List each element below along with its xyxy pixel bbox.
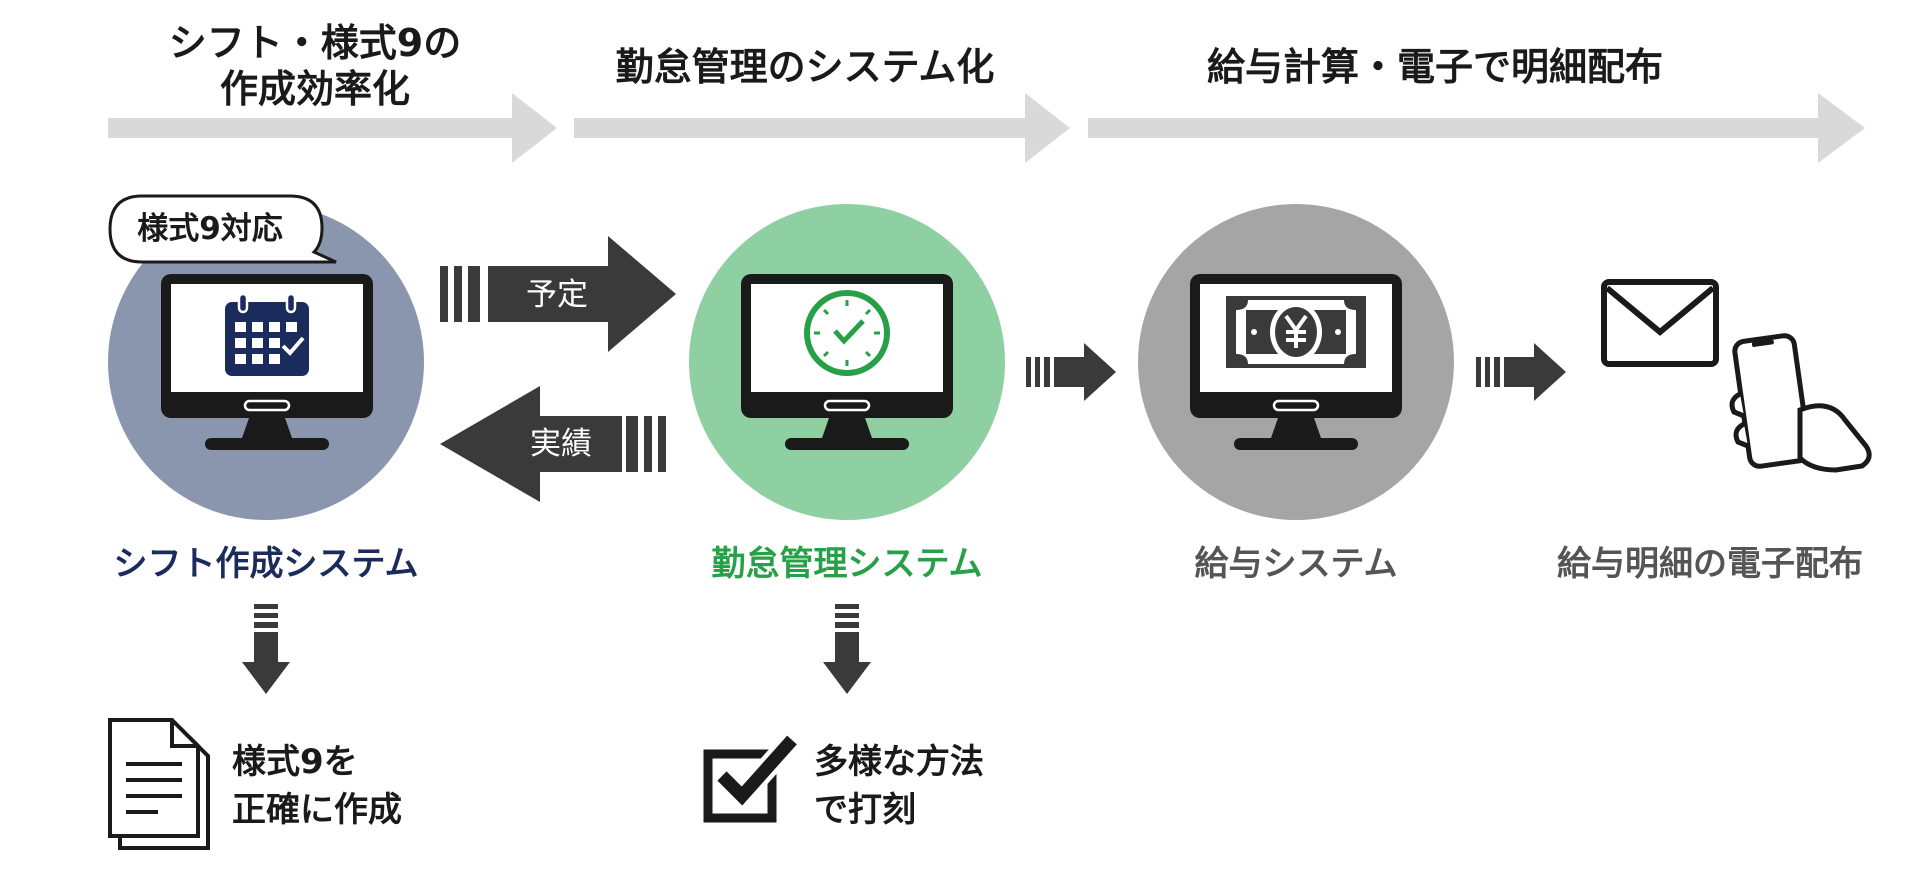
checkbox-icon — [703, 732, 801, 823]
clock-icon — [804, 290, 890, 376]
phase-title-payroll: 給与計算・電子で明細配布 — [1206, 45, 1663, 89]
attendance-system-label: 勤怠管理システム — [711, 544, 983, 584]
payroll-system-label: 給与システム — [1194, 544, 1398, 584]
down-arrow — [242, 604, 290, 694]
phase-arrow-1 — [108, 93, 557, 163]
connector-arrow — [1476, 343, 1566, 401]
down-arrow — [823, 604, 871, 694]
document-icon — [108, 718, 210, 850]
connector-arrow — [1026, 343, 1116, 401]
actual-arrow — [440, 386, 666, 502]
shift-system-label: シフト作成システム — [113, 544, 419, 584]
attendance-result-label: 多様な方法 で打刻 — [814, 742, 984, 830]
envelope-icon — [1601, 279, 1719, 367]
calendar-icon — [225, 292, 309, 376]
smartphone-hand-icon — [1729, 333, 1872, 473]
phase-arrow-3 — [1088, 93, 1865, 163]
e-payslip-label: 給与明細の電子配布 — [1557, 544, 1863, 584]
speech-bubble — [108, 194, 337, 264]
shift-result-label: 様式9を 正確に作成 — [232, 742, 402, 830]
phase-title-shift: シフト・様式9の 作成効率化 — [168, 21, 462, 111]
phase-arrow-2 — [574, 93, 1070, 163]
badge-label: 様式9対応 — [137, 211, 283, 247]
yen-banknote-icon — [1226, 296, 1366, 368]
plan-arrow — [440, 236, 676, 352]
phase-title-attendance: 勤怠管理のシステム化 — [615, 45, 995, 89]
plan-label: 予定 — [526, 277, 588, 313]
actual-label: 実績 — [530, 426, 592, 462]
